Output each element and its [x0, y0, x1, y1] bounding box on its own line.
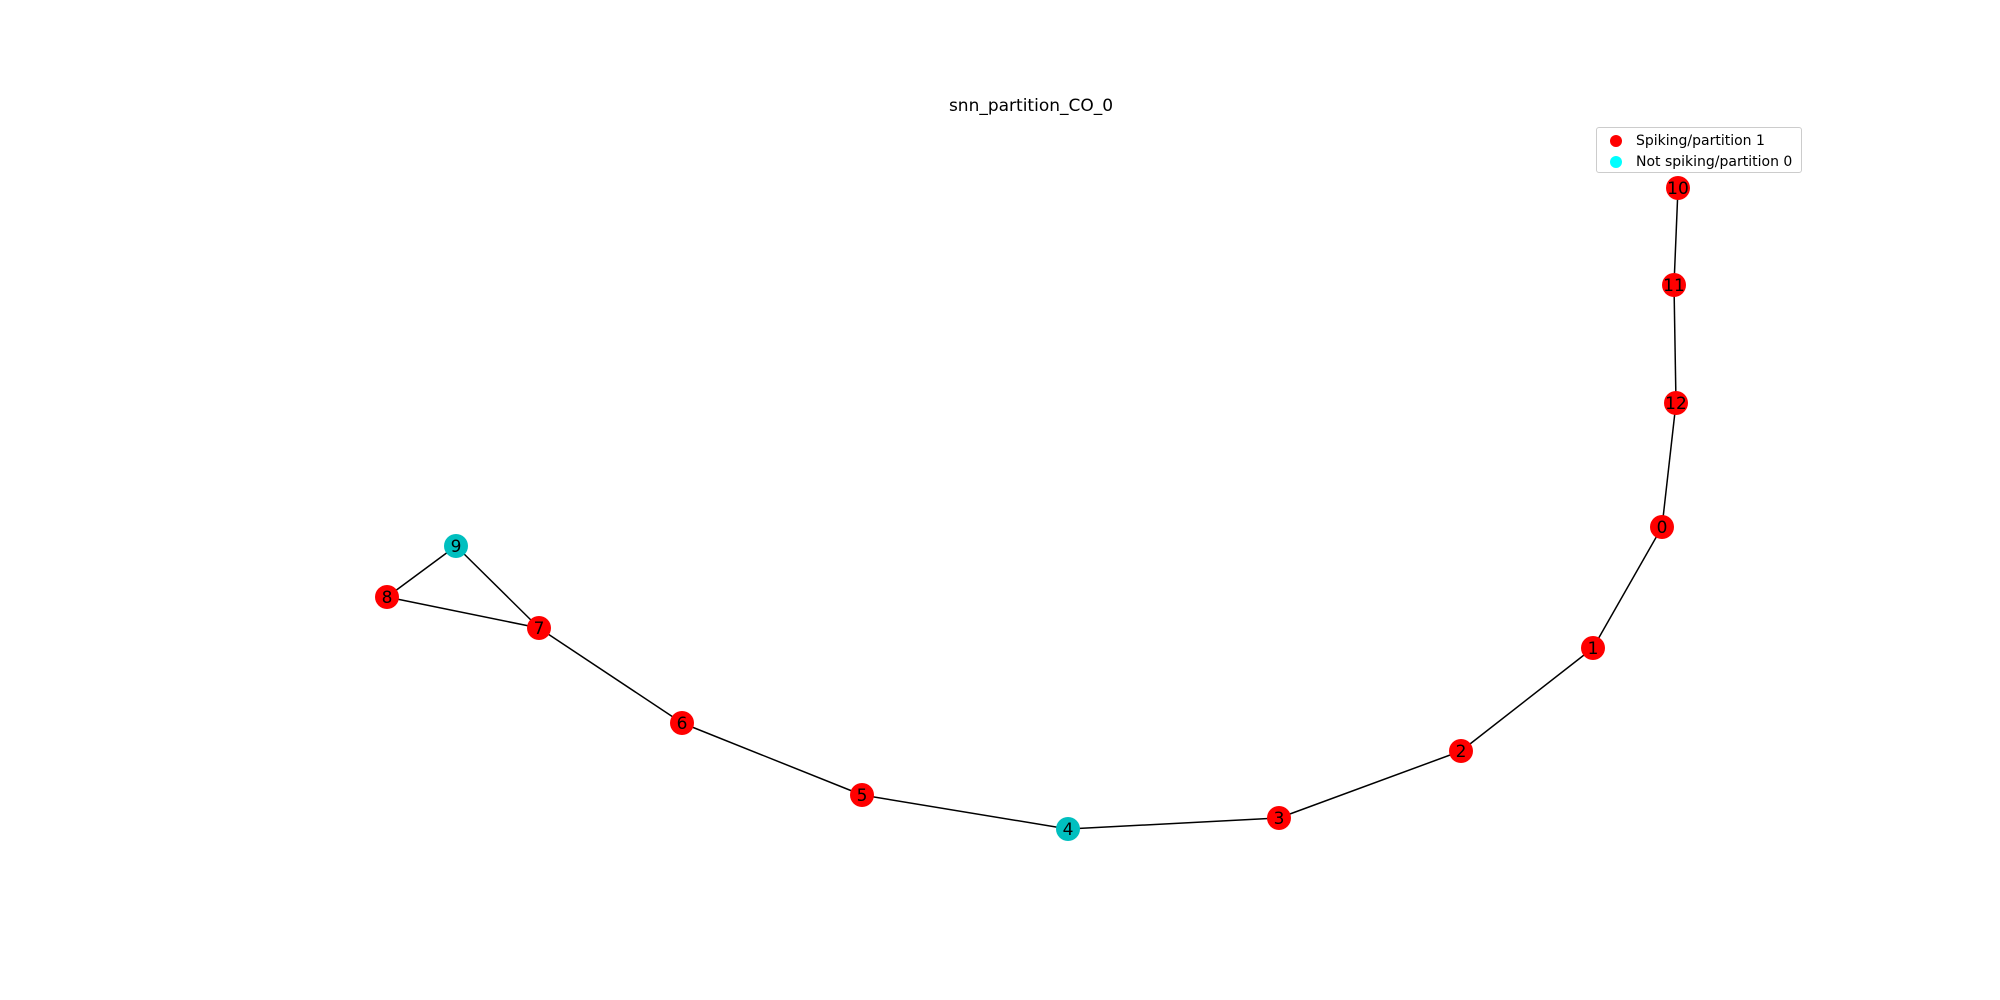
node-3: 3: [1267, 806, 1291, 830]
node-label: 3: [1274, 809, 1285, 829]
node-2: 2: [1449, 739, 1473, 763]
edge-8-9: [386, 545, 457, 598]
node-11: 11: [1662, 273, 1686, 297]
node-circle: [1666, 176, 1690, 200]
node-circle: [1056, 817, 1080, 841]
legend-label: Spiking/partition 1: [1636, 133, 1765, 149]
node-4: 4: [1056, 817, 1080, 841]
node-8: 8: [375, 585, 399, 609]
node-label: 5: [857, 786, 868, 806]
node-circle: [375, 585, 399, 609]
legend-marker-icon: [1610, 135, 1622, 147]
graph-title: snn_partition_CO_0: [948, 96, 1114, 116]
node-label: 7: [534, 619, 545, 639]
node-circle: [527, 616, 551, 640]
node-label: 0: [1657, 518, 1668, 538]
edge-7-8: [386, 596, 540, 629]
node-circle: [670, 711, 694, 735]
edge-0-1: [1592, 526, 1663, 649]
node-label: 8: [382, 588, 393, 608]
edge-11-12: [1673, 284, 1677, 404]
node-label: 10: [1667, 179, 1689, 199]
legend-label: Not spiking/partition 0: [1636, 154, 1793, 170]
node-label: 6: [677, 714, 688, 734]
node-circle: [1449, 739, 1473, 763]
edges-layer: [386, 187, 1679, 830]
edge-12-0: [1661, 402, 1677, 528]
edge-2-3: [1278, 750, 1462, 819]
legend: Spiking/partition 1 Not spiking/partitio…: [1596, 127, 1802, 173]
node-label: 4: [1063, 820, 1074, 840]
node-0: 0: [1650, 515, 1674, 539]
legend-item-not-spiking: Not spiking/partition 0: [1597, 152, 1792, 172]
edge-4-5: [861, 794, 1069, 830]
node-10: 10: [1666, 176, 1690, 200]
edge-6-7: [538, 627, 683, 724]
legend-marker-icon: [1610, 156, 1622, 168]
node-label: 1: [1588, 639, 1599, 659]
node-9: 9: [444, 534, 468, 558]
node-circle: [1267, 806, 1291, 830]
edge-5-6: [681, 722, 863, 796]
node-label: 2: [1456, 742, 1467, 762]
node-circle: [1650, 515, 1674, 539]
node-7: 7: [527, 616, 551, 640]
legend-item-spiking: Spiking/partition 1: [1597, 131, 1765, 151]
edge-10-11: [1673, 187, 1679, 286]
node-circle: [850, 783, 874, 807]
node-label: 12: [1665, 394, 1687, 414]
node-1: 1: [1581, 636, 1605, 660]
node-circle: [1662, 273, 1686, 297]
node-circle: [444, 534, 468, 558]
edge-3-4: [1067, 817, 1280, 830]
node-5: 5: [850, 783, 874, 807]
node-circle: [1581, 636, 1605, 660]
node-12: 12: [1664, 391, 1688, 415]
node-circle: [1664, 391, 1688, 415]
node-label: 11: [1663, 276, 1685, 296]
node-label: 9: [451, 537, 462, 557]
node-6: 6: [670, 711, 694, 735]
edge-1-2: [1460, 647, 1594, 752]
edge-9-7: [455, 545, 540, 629]
